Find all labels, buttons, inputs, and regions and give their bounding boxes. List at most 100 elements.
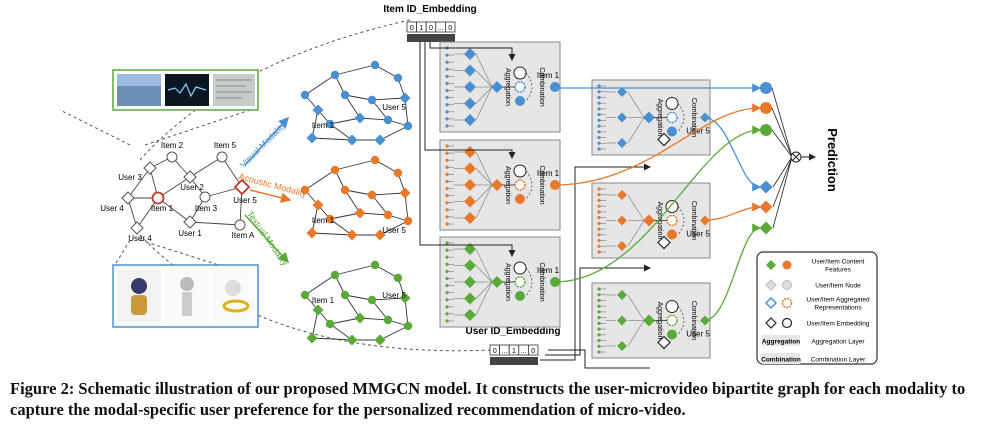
content-feature-node [617,241,627,251]
content-feature-node [617,138,627,148]
graph-user-node [374,334,386,346]
textual-thumbnails [112,264,259,328]
item-node [199,191,211,203]
feature-dot [445,208,449,212]
legend-content-diamond [766,260,776,270]
bipartite-node-label: User 2 [180,183,204,192]
item-node [216,151,228,163]
user-final-representation [759,221,773,235]
graph-item-node [330,70,340,80]
graph-edge [304,169,336,191]
item-output-link [554,103,762,186]
feature-dot [445,262,449,266]
user-embedding-diamond [657,132,671,147]
graph-edge [371,297,406,301]
graph-user-node [312,104,324,116]
aggregated-representation [514,179,526,191]
aggregation-link [475,168,493,186]
content-feature-node [464,179,476,191]
feature-dot [597,244,601,248]
feed-line [419,42,516,257]
content-feature-node [617,341,627,351]
feed-line [540,163,651,361]
combination-label: Combination [538,262,545,301]
feature-dot [597,124,601,128]
feature-dot [597,101,601,105]
graph-item-node [370,60,380,70]
legend-embedding-diamond [765,317,777,329]
aggregated-representation [514,81,526,93]
user-final-representation [759,180,773,194]
feature-dot [445,291,449,295]
layer-output-item [550,82,560,92]
embedding-feed-lines [419,42,651,369]
combination-label: Combination [690,301,697,340]
graph-item-label: Item 1 [312,216,335,225]
legend-embedding-circle [781,317,793,329]
graph-edge [379,125,409,141]
graph-item-node [340,90,350,100]
feature-dot [597,210,601,214]
node-representation [515,96,525,106]
aggregated-node [491,276,503,288]
aggregation-link [475,281,493,316]
user-node [121,191,135,205]
graph-edge [344,94,361,119]
content-feature-node [464,48,476,60]
graph-edge [344,94,373,101]
item-embedding-cell-value: ... [438,25,444,32]
graph-edge [371,97,406,101]
fusion-link [772,156,793,208]
user-embedding-label: User ID_Embedding [465,326,560,337]
bipartite-edge [189,221,241,226]
thumbnail-waveform [165,74,209,106]
user-final-representation [759,200,773,214]
panel-item-label: Item 1 [537,71,560,80]
graph-edge [329,218,353,236]
graph-edge [329,317,361,325]
graph-edge [329,123,353,141]
graph-user-node [312,304,324,316]
feature-dot [445,144,449,148]
visual-modality-label: Visual Modality [238,120,288,170]
bipartite-node-label: User 4 [100,204,124,213]
content-feature-node [464,114,476,126]
item-embedding-cell-value: 0 [448,25,452,32]
feed-line [545,264,651,356]
combination-label: Combination [538,67,545,106]
feed-line [429,42,516,61]
user-node [183,170,197,184]
combination-link [677,306,685,335]
figure-caption: Figure 2: Schematic illustration of our … [10,379,966,419]
item-final-representation [760,124,772,136]
content-feature-node [464,212,476,224]
graph-item-node [393,73,403,83]
feature-dot [597,293,601,297]
aggregation-link [627,194,645,221]
combination-link [677,206,685,235]
output-representations [554,82,816,321]
legend-tag-box [762,353,800,364]
feature-dot [597,233,601,237]
aggregation-link [475,53,493,88]
aggregated-node [643,111,655,124]
prediction-label: Prediction [825,128,840,192]
feature-dot [597,147,601,151]
legend-tag-label: Combination [761,357,801,364]
bipartite-node-label: User 1 [178,229,202,238]
graph-user-node [354,207,366,219]
graph-edge [329,323,353,341]
feature-dot [445,67,449,71]
graph-user-node [306,227,318,239]
legend-label: User/Item Embedding [807,321,870,328]
graph-edge [334,64,376,76]
user-node [130,221,144,235]
feature-dot [597,316,601,320]
